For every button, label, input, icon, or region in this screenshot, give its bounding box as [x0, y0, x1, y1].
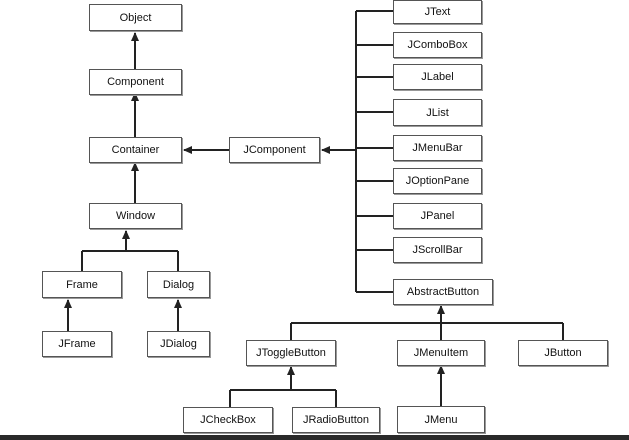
node-jscrollbar-label: JScrollBar	[412, 244, 463, 256]
node-jcombobox: JComboBox	[393, 32, 482, 58]
node-jbutton: JButton	[518, 340, 608, 366]
node-abstractbutton-label: AbstractButton	[406, 286, 480, 298]
node-jdialog-label: JDialog	[160, 338, 197, 350]
node-dialog: Dialog	[147, 271, 210, 298]
node-jradiobutton: JRadioButton	[292, 407, 380, 433]
node-component: Component	[89, 69, 182, 95]
node-jbutton-label: JButton	[544, 347, 582, 359]
node-jscrollbar: JScrollBar	[393, 237, 482, 263]
node-jpanel-label: JPanel	[420, 210, 455, 222]
node-joptionpane-label: JOptionPane	[405, 175, 470, 187]
node-component-label: Component	[107, 76, 164, 88]
node-dialog-label: Dialog	[162, 278, 195, 291]
node-jcomponent: JComponent	[229, 137, 320, 163]
node-object: Object	[89, 4, 182, 31]
node-window-label: Window	[115, 210, 156, 222]
node-window: Window	[89, 203, 182, 229]
node-object-label: Object	[119, 11, 152, 24]
node-jcheckbox-label: JCheckBox	[200, 414, 256, 426]
node-jmenubar-label: JMenuBar	[412, 142, 463, 154]
node-jtogglebutton: JToggleButton	[246, 340, 336, 366]
node-jlist-label: JList	[426, 106, 449, 119]
node-jdialog: JDialog	[147, 331, 210, 357]
node-container: Container	[89, 137, 182, 163]
node-jmenu-label: JMenu	[424, 413, 458, 426]
node-jmenuitem: JMenuItem	[397, 340, 485, 366]
node-joptionpane: JOptionPane	[393, 168, 482, 194]
node-jframe-label: JFrame	[58, 338, 96, 350]
node-frame-label: Frame	[66, 278, 98, 291]
node-jtext-label: JText	[424, 6, 451, 18]
node-jmenubar: JMenuBar	[393, 135, 482, 161]
node-jpanel: JPanel	[393, 203, 482, 229]
node-jframe: JFrame	[42, 331, 112, 357]
node-jcheckbox: JCheckBox	[183, 407, 273, 433]
node-jcomponent-label: JComponent	[243, 144, 306, 156]
node-jlabel-label: JLabel	[421, 71, 454, 83]
node-jlist: JList	[393, 99, 482, 126]
node-frame: Frame	[42, 271, 122, 298]
node-abstractbutton: AbstractButton	[393, 279, 493, 305]
node-jradiobutton-label: JRadioButton	[302, 414, 370, 426]
node-jmenu: JMenu	[397, 406, 485, 433]
node-jtogglebutton-label: JToggleButton	[256, 347, 326, 359]
node-jlabel: JLabel	[393, 64, 482, 90]
bottom-edge-bar	[0, 435, 629, 440]
node-jtext: JText	[393, 0, 482, 24]
node-jcombobox-label: JComboBox	[407, 39, 468, 51]
node-container-label: Container	[111, 144, 160, 156]
node-jmenuitem-label: JMenuItem	[413, 347, 469, 359]
